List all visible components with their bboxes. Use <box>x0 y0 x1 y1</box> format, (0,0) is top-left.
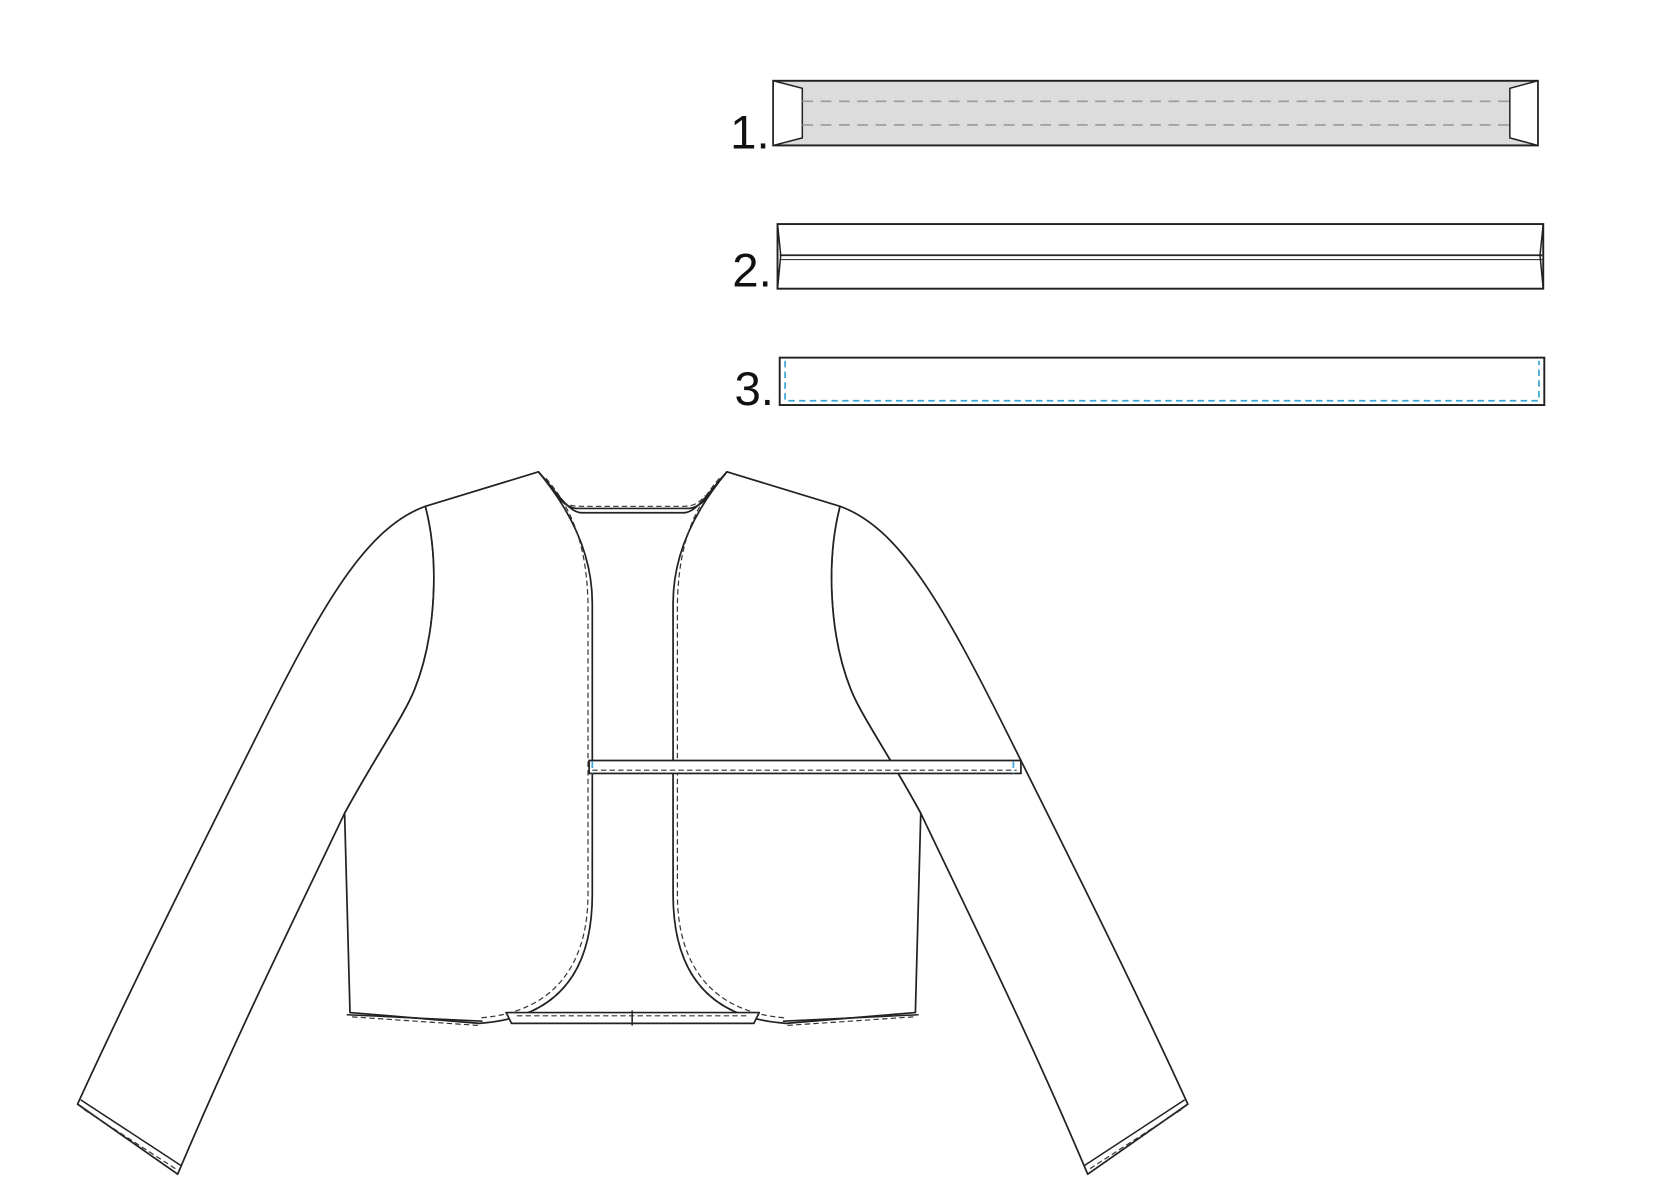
step-1-label: 1. <box>730 107 770 160</box>
step-3-label: 3. <box>734 363 774 416</box>
jacket-left-half <box>76 470 594 1176</box>
step-3-strip: 3. <box>734 356 1546 416</box>
step-2-strip: 2. <box>732 223 1545 298</box>
step-2-label: 2. <box>732 245 772 298</box>
jacket-illustration <box>76 470 1189 1176</box>
step-1-strip: 1. <box>730 79 1539 160</box>
